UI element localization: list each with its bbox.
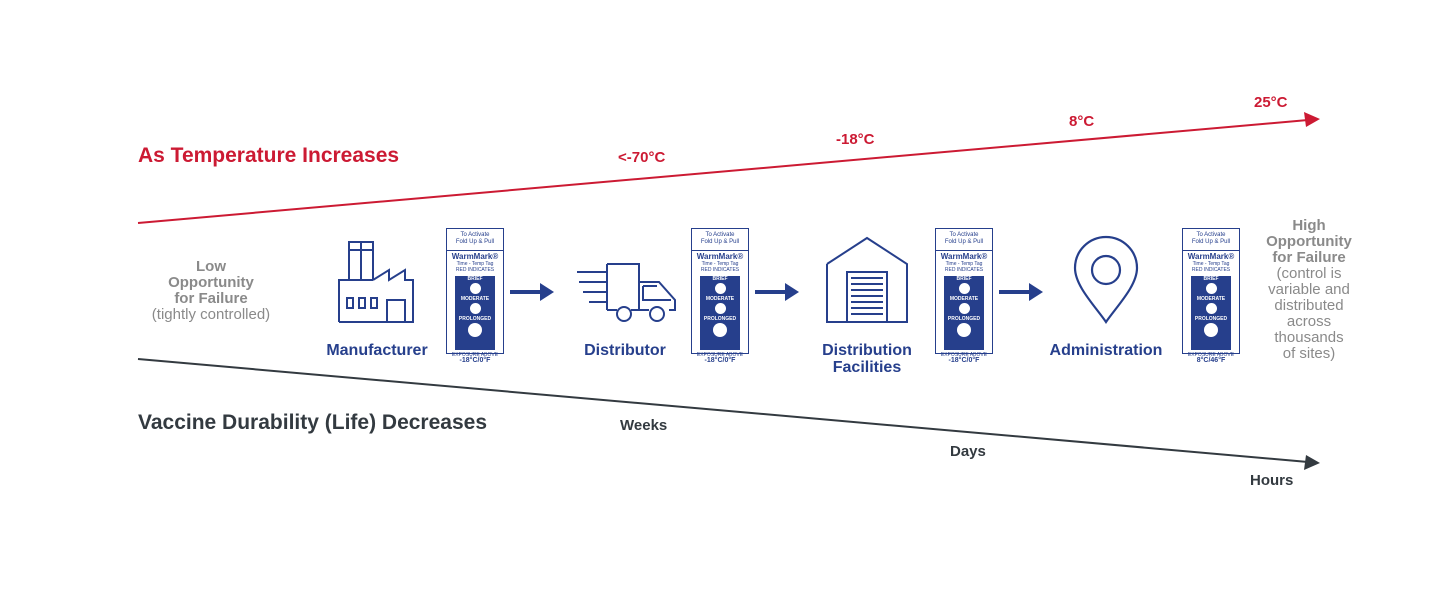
indicator-dot [958,303,970,314]
temperature-label: <-70°C [618,149,666,166]
tag-brand: WarmMark® [940,252,988,261]
time-label: Weeks [620,417,668,434]
stage-label-administration: Administration [1049,342,1163,359]
time-label: Hours [1250,472,1294,489]
tag-indicator-window: BRIEF MODERATE PROLONGED [700,276,740,350]
low-opportunity-text: Low Opportunity for Failure (tightly con… [151,258,271,323]
tag-red-indicates: RED INDICATES [1191,267,1231,273]
headline-durability: Vaccine Durability (Life) Decreases [138,411,487,434]
tag-red-indicates: RED INDICATES [944,267,984,273]
indicator-dot [1205,283,1217,294]
time-label: Days [950,443,986,460]
tag-subtitle: Time - Temp Tag [1192,261,1230,267]
indicator-dot [469,303,481,314]
indicator-dot [469,283,481,294]
indicator-dot [714,283,726,294]
tag-indicator-window: BRIEF MODERATE PROLONGED [944,276,984,350]
truck-icon [577,263,676,322]
warehouse-icon [826,236,908,323]
tag-brand: WarmMark® [1187,252,1235,261]
indicator-dot [1204,323,1218,337]
temperature-label: 25°C [1254,94,1288,111]
factory-icon [338,241,414,323]
indicator-dot [957,323,971,337]
indicator-dot [714,303,726,314]
stage-label-distributor: Distributor [584,342,666,359]
indicator-dot [958,283,970,294]
flow-arrow-icon [755,283,799,301]
indicator-dot [1205,303,1217,314]
tag-indicator-window: BRIEF MODERATE PROLONGED [1191,276,1231,350]
tag-brand: WarmMark® [696,252,744,261]
flow-arrow-icon [999,283,1043,301]
tag-exposure: EXPOSURE ABOVE-18°C/0°F [696,352,744,364]
high-opportunity-text: High Opportunity for Failure (control is… [1266,217,1352,362]
tag-brand: WarmMark® [451,252,499,261]
tag-subtitle: Time - Temp Tag [456,261,494,267]
location-pin-icon [1073,235,1139,324]
flow-arrow-icon [510,283,554,301]
indicator-dot [713,323,727,337]
tag-red-indicates: RED INDICATES [455,267,495,273]
tag-exposure: EXPOSURE ABOVE-18°C/0°F [940,352,988,364]
tag-indicator-window: BRIEF MODERATE PROLONGED [455,276,495,350]
tag-subtitle: Time - Temp Tag [701,261,739,267]
indicator-dot [468,323,482,337]
tag-exposure: EXPOSURE ABOVE-18°C/0°F [451,352,499,364]
stage-label-distribution-facilities: Distribution Facilities [822,342,912,376]
stage-label-manufacturer: Manufacturer [326,342,428,359]
tag-subtitle: Time - Temp Tag [945,261,983,267]
temperature-label: -18°C [836,131,875,148]
tag-red-indicates: RED INDICATES [700,267,740,273]
temperature-label: 8°C [1069,113,1095,130]
headline-temperature: As Temperature Increases [138,144,400,167]
